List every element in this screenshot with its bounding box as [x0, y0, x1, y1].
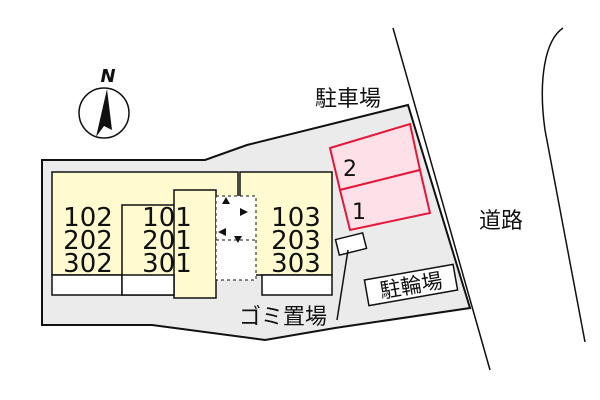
unit-number: 302	[63, 249, 113, 279]
compass-north-label: N	[100, 66, 115, 87]
garbage-leader-line	[336, 249, 349, 321]
arrow-down-icon	[234, 236, 242, 243]
arrow-left-icon	[218, 228, 226, 236]
unit-number: 102	[63, 203, 113, 233]
garbage-label: ゴミ置場	[239, 305, 327, 330]
parking-area: 2 1	[328, 122, 432, 232]
compass: N	[78, 66, 130, 139]
unit-number: 303	[271, 249, 321, 279]
arrow-right-icon	[240, 208, 248, 216]
north-arrow-icon	[96, 89, 112, 137]
unit-number: 203	[271, 226, 321, 256]
unit-number: 301	[142, 249, 192, 279]
unit-number: 202	[63, 226, 113, 256]
parking-label: 駐車場	[315, 87, 381, 112]
parking-space-1	[338, 168, 432, 232]
bicycle-parking-box	[363, 263, 459, 307]
building-center-wing	[173, 189, 217, 299]
garbage-station	[334, 231, 368, 257]
road-far-edge-line	[541, 27, 586, 343]
balcony-middle	[121, 274, 175, 296]
road-edge-line	[392, 27, 491, 371]
parking-space-number: 1	[352, 200, 366, 225]
unit-number: 201	[142, 226, 192, 256]
arrow-up-icon	[222, 197, 230, 204]
unit-number: 101	[142, 203, 192, 233]
parking-space-number: 2	[343, 157, 357, 182]
balcony-right	[261, 274, 333, 296]
unit-number: 103	[271, 203, 321, 233]
road-label: 道路	[479, 209, 523, 234]
